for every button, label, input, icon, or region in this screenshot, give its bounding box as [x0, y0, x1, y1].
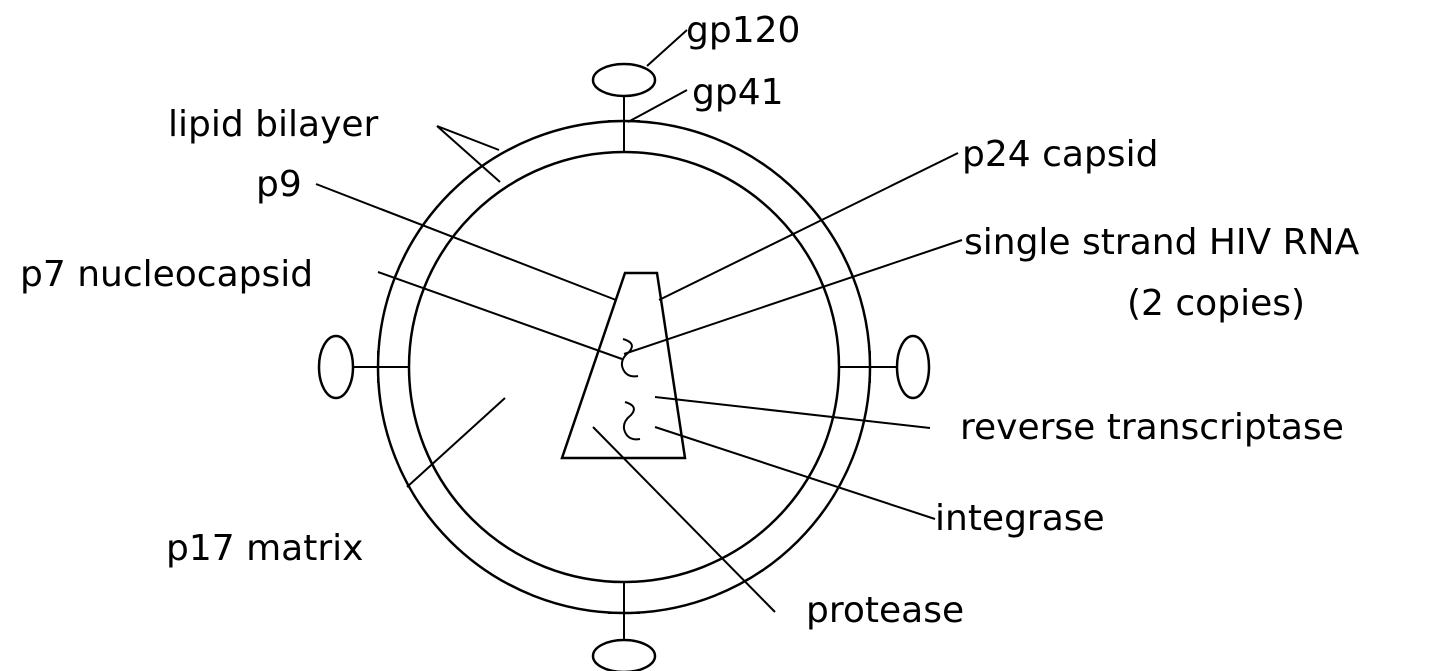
label-gp120: gp120 [686, 10, 800, 51]
label-single-strand-rna: single strand HIV RNA [964, 222, 1360, 263]
label-reverse-transcriptase: reverse transcriptase [960, 407, 1344, 448]
label-p24-capsid: p24 capsid [962, 134, 1158, 175]
label-integrase: integrase [935, 498, 1105, 539]
label-protease: protease [806, 590, 964, 631]
label-p17-matrix: p17 matrix [166, 528, 363, 569]
label-rna-copies: (2 copies) [1127, 283, 1305, 324]
spike-top [593, 64, 655, 152]
label-p7-nucleocapsid: p7 nucleocapsid [20, 254, 313, 295]
spike-right [839, 336, 929, 398]
label-gp41: gp41 [692, 72, 784, 113]
label-lipid-bilayer: lipid bilayer [168, 104, 379, 145]
spike-bottom [593, 582, 655, 671]
spike-left [319, 336, 409, 398]
label-p9: p9 [256, 164, 302, 205]
